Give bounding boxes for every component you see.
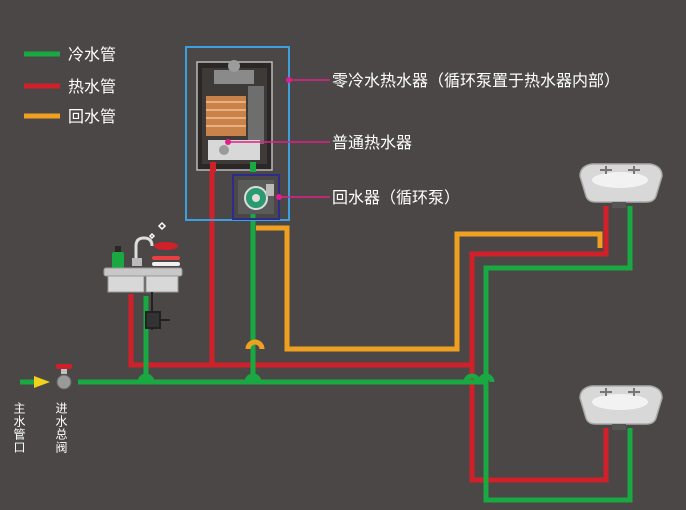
heat-exchanger-fins [206,101,246,127]
heater-control-board [248,86,264,144]
heater-cold-inlet [250,162,256,172]
crossing-1 [137,373,155,383]
label-main-valve: 进水总阀 [54,402,68,454]
callout-zero-cold-heater: 零冷水热水器（循环泵置于热水器内部） [286,71,620,90]
heater-exhaust [214,70,254,84]
pump-rotor-icon [252,194,260,202]
cold-pipe-main [78,379,633,503]
hot-pipe-upper-basin [469,206,609,365]
cold-pipe-upper-basin [483,206,633,382]
crossing-5 [477,373,495,383]
upper-wash-basin [579,163,663,208]
soap-pump [115,246,121,252]
upper-basin-faucet-icon [600,166,640,174]
faucet-icon [134,236,154,262]
valve-handle-icon [56,364,72,369]
hot-pipe-lower-basin [469,392,609,483]
main-inlet [20,376,50,388]
sink-bowl-left [107,275,145,293]
crossing-2 [244,373,262,383]
hot-pipe-sink [128,294,212,368]
legend-label-return: 回水管 [68,107,116,126]
legend-label-cold: 冷水管 [68,45,116,64]
legend: 冷水管 热水管 回水管 [24,45,116,126]
heater-flue-icon [228,60,240,72]
sink-counter [103,267,183,277]
sink-bowl-right [145,275,179,293]
callouts: 零冷水热水器（循环泵置于热水器内部） 普通热水器 回水器（循环泵） [225,71,620,207]
label-return-device: 回水器（循环泵） [332,188,460,207]
callout-dot-2 [225,139,231,145]
crossing-3 [245,339,265,350]
inlet-arrow-icon [34,376,50,388]
heater-valve-icon [219,145,229,155]
callout-dot-1 [286,77,292,83]
faucet-base [132,258,142,266]
pipes [78,162,633,503]
valve-body-icon [56,374,72,390]
vertical-labels: 主水管口 进水总阀 [12,402,68,454]
callout-return-device: 回水器（循环泵） [276,188,460,207]
legend-item-hot: 热水管 [24,77,116,96]
callout-normal-heater: 普通热水器 [225,133,412,152]
heater-burner [208,140,260,160]
water-heater [185,46,290,221]
sparkle-icon [148,221,167,240]
label-zero-cold-heater: 零冷水热水器（循环泵置于热水器内部） [332,71,620,90]
lower-basin-drain [612,424,626,430]
pump-motor [266,184,274,196]
label-normal-heater: 普通热水器 [332,133,412,152]
pipe-crossings [137,339,495,383]
heater-hot-outlet [210,162,216,172]
lower-wash-basin [579,385,663,430]
legend-label-hot: 热水管 [68,77,116,96]
kitchen-sink [103,221,183,330]
upper-basin-drain [612,202,626,208]
valve-stem [61,368,67,374]
soap-bottle-icon [112,252,124,268]
return-pipe [256,225,603,352]
lower-basin-inner [592,394,648,410]
legend-item-cold: 冷水管 [24,45,116,64]
lower-basin-faucet-icon [600,388,640,396]
label-main-pipe: 主水管口 [12,402,26,454]
main-valve [56,364,72,390]
upper-basin-inner [592,172,648,188]
callout-dot-3 [276,194,282,200]
legend-item-return: 回水管 [24,107,116,126]
sink-drain-icon [145,292,170,330]
